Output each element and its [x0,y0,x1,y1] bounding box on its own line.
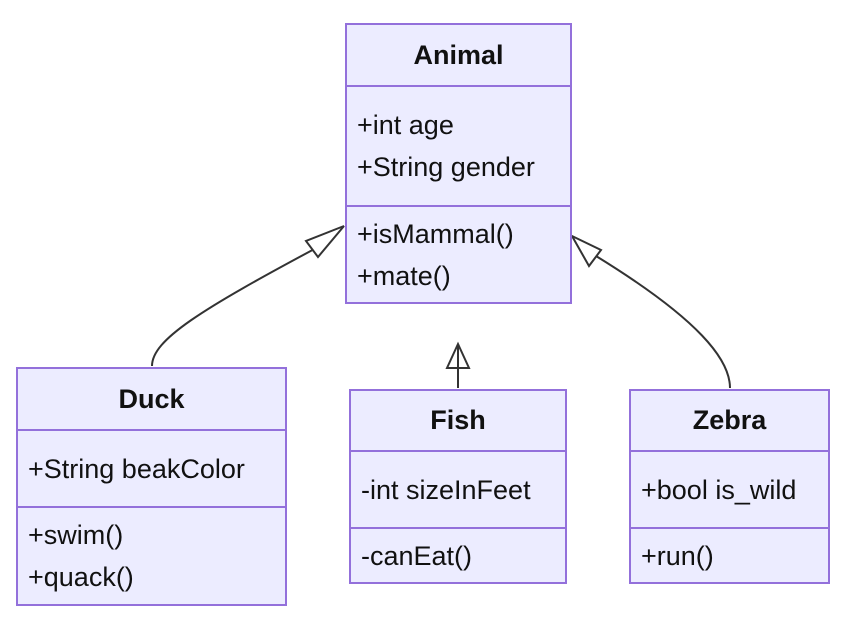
inheritance-arrowhead-duck [304,225,345,259]
edge-zebra-animal [595,255,731,389]
class-fish: Fish -int sizeInFeet -canEat() [349,389,567,584]
attribute: +bool is_wild [641,474,797,505]
method: +quack() [28,562,134,592]
class-attributes: -int sizeInFeet [351,452,565,529]
method: +mate() [357,260,451,291]
method: +isMammal() [357,218,514,249]
edge-duck-animal [151,245,321,367]
class-attributes: +bool is_wild [631,452,828,529]
attribute: -int sizeInFeet [361,474,531,505]
class-attributes: +int age +String gender [347,87,570,207]
class-zebra: Zebra +bool is_wild +run() [629,389,830,584]
class-name: Zebra [631,391,828,452]
method: +run() [641,540,714,571]
class-duck: Duck +String beakColor +swim() +quack() [16,367,287,606]
class-name: Fish [351,391,565,452]
inheritance-arrowhead-zebra [569,233,603,268]
attribute: +int age [357,110,454,140]
class-animal: Animal +int age +String gender +isMammal… [345,23,572,304]
attribute: +String gender [357,152,535,182]
class-name: Animal [347,25,570,87]
method: -canEat() [361,540,473,571]
class-methods: +run() [631,529,828,582]
class-methods: -canEat() [351,529,565,582]
class-methods: +isMammal() +mate() [347,207,570,302]
class-methods: +swim() +quack() [18,508,285,604]
attribute: +String beakColor [28,453,245,484]
class-attributes: +String beakColor [18,431,285,508]
method: +swim() [28,520,124,550]
class-name: Duck [18,369,285,431]
